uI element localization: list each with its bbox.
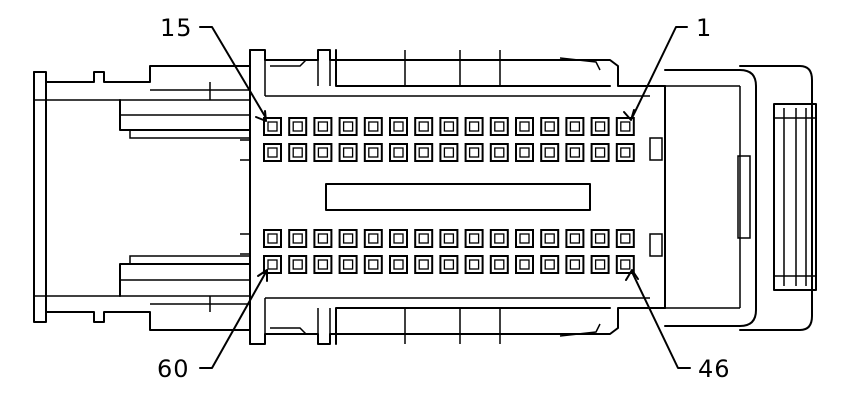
pin-cavity [565, 255, 585, 274]
pin-cavity [363, 255, 383, 274]
pin-cavity [590, 143, 610, 162]
pin-cavity [615, 117, 635, 136]
pin-cavity [288, 229, 308, 248]
pin-cavity [263, 117, 282, 136]
pin-cavity [313, 255, 333, 274]
pin-cavity [565, 143, 585, 162]
pin-cavity [565, 117, 585, 136]
pin-cavity [464, 117, 484, 136]
pin-label-15: 15 [160, 14, 193, 42]
pin-cavity [439, 117, 459, 136]
pin-cavity [288, 117, 308, 136]
pin-cavity [313, 229, 333, 248]
pin-cavity [489, 229, 509, 248]
pin-cavity [389, 143, 408, 162]
pin-cavity [590, 255, 610, 274]
pin-cavity [439, 229, 459, 248]
connector-body [249, 49, 666, 345]
center-key-slot [325, 183, 591, 211]
pin-cavity [414, 255, 434, 274]
right-latch-housing [664, 65, 817, 331]
pin-cavity [515, 143, 534, 162]
pin-cavity [464, 255, 484, 274]
left-cable-housing [33, 65, 251, 331]
pin-cavity [363, 229, 383, 248]
pin-cavity [464, 143, 484, 162]
pin-cavity [363, 117, 383, 136]
pin-cavity [288, 143, 308, 162]
pin-cavity [489, 117, 509, 136]
pin-cavity [590, 117, 610, 136]
pin-cavity [263, 229, 282, 248]
pin-cavity [389, 117, 408, 136]
pin-cavity [439, 255, 459, 274]
pin-cavity [489, 143, 509, 162]
pin-cavity [464, 229, 484, 248]
pin-label-60: 60 [157, 355, 190, 383]
pin-cavity [363, 143, 383, 162]
pin-cavity [338, 117, 358, 136]
pin-label-1: 1 [696, 14, 712, 42]
pin-cavity [590, 229, 610, 248]
pin-label-46: 46 [698, 355, 731, 383]
pin-cavity [515, 117, 534, 136]
pin-cavity-grid [263, 117, 635, 274]
pin-cavity [540, 143, 560, 162]
pin-cavity [615, 229, 635, 248]
latch-grip [773, 103, 817, 291]
pin-cavity [338, 143, 358, 162]
pin-cavity [565, 229, 585, 248]
pin-cavity [615, 143, 635, 162]
pin-cavity [313, 143, 333, 162]
pin-cavity [414, 229, 434, 248]
pin-cavity [439, 143, 459, 162]
pin-cavity [338, 229, 358, 248]
pin-cavity [414, 143, 434, 162]
callout-leaders [199, 26, 691, 369]
pin-cavity [313, 117, 333, 136]
pin-cavity [540, 117, 560, 136]
pin-cavity [288, 255, 308, 274]
pin-cavity [540, 229, 560, 248]
pin-cavity [515, 255, 534, 274]
pin-cavity [263, 255, 282, 274]
pin-cavity [263, 143, 282, 162]
pin-cavity [540, 255, 560, 274]
pin-cavity [515, 229, 534, 248]
pin-cavity [615, 255, 635, 274]
pin-cavity [389, 255, 408, 274]
pin-cavity [489, 255, 509, 274]
pin-cavity [414, 117, 434, 136]
pin-cavity [389, 229, 408, 248]
pin-cavity [338, 255, 358, 274]
